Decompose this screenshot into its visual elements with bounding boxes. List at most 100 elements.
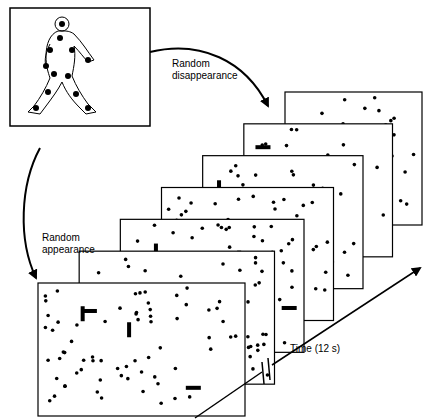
noise-dot	[56, 320, 60, 324]
noise-dot	[405, 202, 409, 206]
noise-dot	[295, 128, 299, 132]
noise-dot	[234, 334, 238, 338]
noise-dot	[229, 335, 233, 339]
noise-dot	[44, 326, 48, 330]
walker-segment	[282, 306, 297, 310]
noise-dot	[184, 210, 188, 214]
axis-label: Time (12 s)	[290, 343, 380, 355]
noise-dot	[310, 201, 314, 205]
walker-segment	[127, 322, 131, 337]
noise-dot	[96, 390, 100, 394]
noise-dot	[295, 214, 299, 218]
noise-dot	[175, 317, 179, 321]
noise-dot	[312, 183, 316, 187]
noise-dot	[149, 314, 153, 318]
noise-dot	[342, 143, 346, 147]
noise-dot	[188, 395, 192, 399]
appearance-arrow	[24, 148, 40, 278]
noise-dot	[126, 377, 130, 381]
noise-dot	[403, 170, 407, 174]
noise-dot	[324, 270, 328, 274]
noise-dot	[246, 335, 250, 339]
noise-dot	[256, 349, 260, 353]
noise-dot	[251, 195, 255, 199]
noise-dot	[238, 268, 242, 272]
noise-dot	[221, 320, 225, 324]
noise-dot	[248, 355, 252, 359]
noise-dot	[326, 240, 330, 244]
noise-dot	[209, 347, 213, 351]
noise-dot	[237, 197, 241, 201]
noise-dot	[136, 239, 140, 243]
noise-dot	[272, 200, 276, 204]
walker-segment	[81, 306, 85, 321]
noise-dot	[58, 357, 62, 361]
noise-dot	[273, 207, 277, 211]
noise-dot	[116, 367, 120, 371]
noise-dot	[363, 107, 367, 111]
axis-break	[268, 358, 270, 380]
noise-dot	[149, 320, 153, 324]
noise-dot	[46, 314, 50, 318]
noise-dot	[175, 294, 179, 298]
noise-dot	[136, 318, 140, 322]
noise-dot	[254, 261, 258, 265]
noise-dot	[91, 359, 95, 363]
noise-dot	[282, 198, 286, 202]
noise-dot	[103, 320, 107, 324]
noise-dot	[180, 213, 184, 217]
noise-dot	[99, 378, 103, 382]
noise-dot	[133, 359, 137, 363]
noise-dot	[120, 374, 124, 378]
time-axis	[195, 372, 262, 418]
noise-dot	[256, 343, 260, 347]
noise-dot	[167, 207, 171, 211]
noise-dot	[179, 274, 183, 278]
noise-dot	[190, 236, 194, 240]
noise-dot	[156, 382, 160, 386]
noise-dot	[381, 213, 385, 217]
noise-dot	[185, 286, 189, 290]
noise-dot	[228, 245, 232, 249]
noise-dot	[56, 289, 60, 293]
noise-dot	[261, 239, 265, 243]
walker-segment	[255, 145, 270, 149]
noise-dot	[51, 328, 55, 332]
frame-stack	[38, 92, 422, 416]
noise-dot	[269, 225, 273, 229]
noise-dot	[143, 290, 147, 294]
frame-border	[38, 283, 245, 416]
noise-dot	[377, 109, 381, 113]
noise-dot	[148, 308, 152, 312]
inset-box	[10, 8, 150, 126]
noise-dot	[75, 371, 79, 375]
noise-dot	[216, 223, 220, 227]
noise-dot	[290, 269, 294, 273]
noise-dot	[63, 384, 67, 388]
noise-dot	[91, 355, 95, 359]
noise-dot	[236, 174, 240, 178]
noise-dot	[290, 285, 294, 289]
stimulus-frame	[38, 283, 245, 416]
noise-dot	[207, 308, 211, 312]
disappearance-arrow	[150, 49, 268, 106]
noise-dot	[158, 346, 162, 350]
noise-dot	[315, 245, 319, 249]
noise-dot	[264, 333, 268, 337]
noise-dot	[159, 401, 163, 405]
noise-dot	[141, 390, 145, 394]
noise-dot	[412, 153, 416, 157]
noise-dot	[253, 283, 257, 287]
noise-dot	[220, 226, 224, 230]
noise-dot	[339, 192, 343, 196]
noise-dot	[213, 202, 217, 206]
noise-dot	[189, 201, 193, 205]
noise-dot	[48, 399, 52, 403]
noise-dot	[254, 173, 258, 177]
noise-dot	[343, 98, 347, 102]
noise-dot	[127, 265, 131, 269]
time-axis	[272, 268, 420, 365]
noise-dot	[352, 242, 356, 246]
